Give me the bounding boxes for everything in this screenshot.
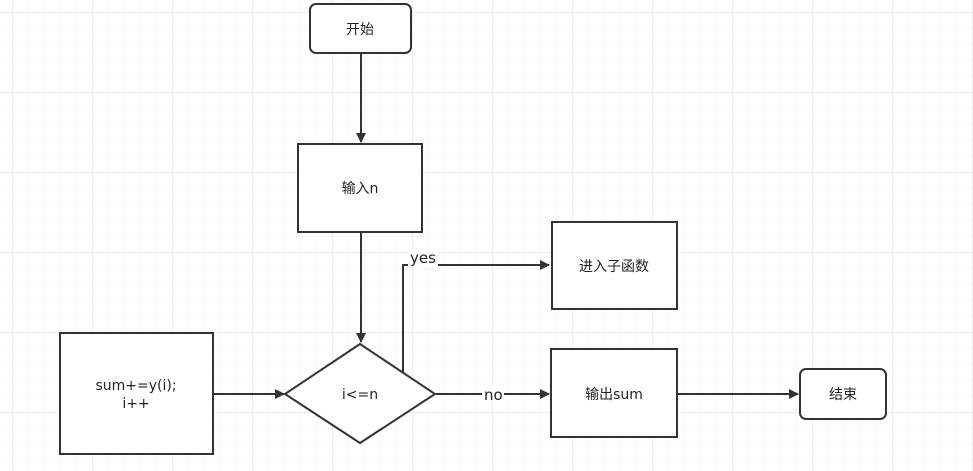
subfunction-label: 进入子函数 [579, 259, 649, 275]
yes-label: yes [410, 249, 436, 267]
loop-body-line-2: i++ [122, 396, 149, 412]
no-label: no [484, 386, 503, 404]
start-label: 开始 [346, 22, 374, 38]
loop-body-line-1: sum+=y(i); [95, 378, 176, 394]
start-node[interactable]: 开始 [309, 3, 412, 54]
end-label: 结束 [829, 387, 857, 403]
output-label: 输出sum [585, 387, 643, 403]
input-node[interactable]: 输入n [297, 143, 423, 233]
no-label-background [482, 386, 504, 402]
edge-yes-to-subfunction [402, 260, 550, 372]
end-node[interactable]: 结束 [799, 368, 887, 420]
subfunction-node[interactable]: 进入子函数 [551, 221, 678, 310]
output-node[interactable]: 输出sum [550, 348, 678, 438]
condition-node[interactable]: i<=n [283, 342, 437, 445]
loop-body-node[interactable]: sum+=y(i); i++ [59, 332, 214, 455]
yes-label-background [408, 250, 438, 266]
input-label: 输入n [342, 181, 379, 197]
condition-label: i<=n [342, 387, 378, 403]
